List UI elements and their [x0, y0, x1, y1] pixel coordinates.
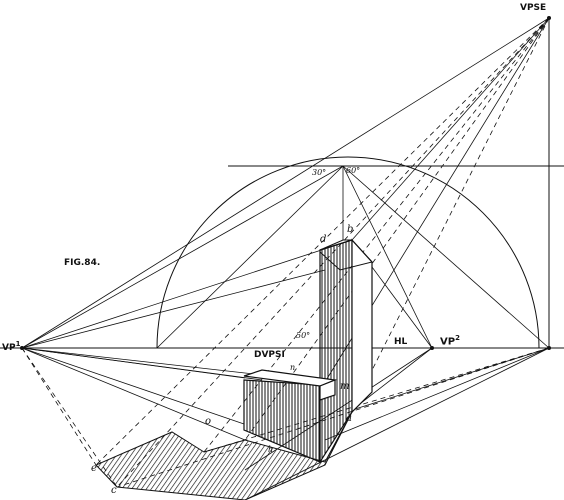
vp1-construction-lines: [21, 17, 550, 441]
vp1-text: VP: [2, 343, 16, 353]
point-m-label: m: [340, 381, 350, 392]
point-c-label: c: [111, 485, 117, 496]
figure-label: FIG.84.: [64, 258, 101, 268]
vp2-label: VP2: [440, 334, 460, 347]
point-n-label: n: [290, 363, 296, 372]
vp2-text: VP: [440, 336, 456, 348]
angle-30-label: 30°: [312, 168, 327, 177]
cast-shadow: [95, 411, 353, 500]
vp1-label: VP1: [2, 340, 20, 353]
vanishing-points: [20, 16, 551, 350]
point-a-label: a: [346, 413, 352, 424]
point-h-label: h: [268, 445, 274, 454]
low-block-front-face: [243, 379, 321, 463]
point-b-label: b: [347, 224, 354, 235]
angle-50-label: 50°: [296, 331, 311, 340]
vp2-superscript: 2: [455, 334, 460, 342]
vp1-dashed-lines: [21, 347, 118, 488]
tall-block-top-face: [319, 239, 373, 271]
low-block-side-face: [319, 379, 336, 401]
point-o-label: o: [205, 416, 212, 427]
point-d-label: d: [320, 234, 327, 245]
angle-60-label: 60°: [346, 166, 361, 175]
vp1-superscript: 1: [15, 340, 21, 348]
vpse-label: VPSE: [520, 3, 547, 13]
hl-label: HL: [394, 337, 408, 347]
point-e-label: e: [91, 463, 97, 474]
tall-block-front-face: [319, 239, 353, 465]
dvpsi-label: DVPSI: [254, 350, 285, 360]
